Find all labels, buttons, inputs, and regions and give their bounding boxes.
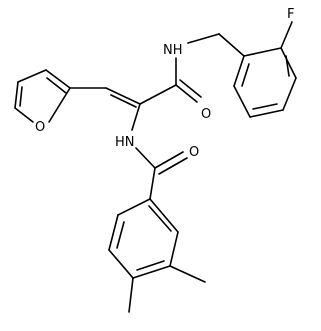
dimethylphenyl-ring [108, 198, 206, 313]
upper-amide [139, 33, 220, 105]
fluorine-label: F [287, 7, 294, 22]
fluorobenzyl-group [218, 21, 297, 118]
vinyl-linkage [69, 87, 141, 108]
furan-o-label: O [35, 120, 45, 135]
amide-nh-top-label: NH [163, 43, 183, 58]
amide-nh-mid-label: HN [115, 135, 135, 150]
amide-o-mid-label: O [189, 145, 199, 160]
furan-ring [14, 69, 71, 123]
middle-amide [131, 103, 188, 200]
amide-o-top-label: O [201, 107, 211, 122]
